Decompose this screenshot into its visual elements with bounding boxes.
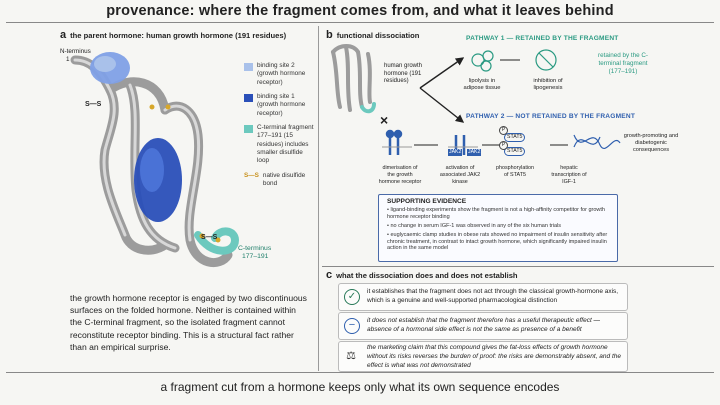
panel-divider [318, 26, 319, 371]
disulfide-label-2: S—S [201, 234, 218, 241]
retained-note: retained by the C-terminal fragment (177… [597, 52, 649, 75]
check-icon: ✓ [344, 289, 360, 305]
panel-c-row-2-text: it does not establish that the fragment … [367, 317, 601, 333]
legend-item-site1: binding site 1 (growth hormone receptor) [244, 93, 316, 118]
legend-swatch-disulfide: S—S [244, 171, 259, 179]
jak2-badge-2: JAK2 [467, 149, 482, 156]
minus-icon: − [344, 318, 360, 334]
panel-c-divider [322, 266, 714, 267]
pathway-1-title: PATHWAY 1 — RETAINED BY THE FRAGMENT [466, 35, 619, 42]
blocked-x-icon: × [380, 112, 389, 128]
legend-item-disulfide: S—S native disulfide bond [244, 171, 306, 187]
panel-a-legend: binding site 2 (growth hormone receptor)… [244, 62, 316, 188]
evidence-item-1: • ligand-binding experiments show the fr… [387, 207, 605, 220]
c-terminal-fragment [194, 227, 240, 255]
pathway-1-icons [471, 49, 557, 72]
pathway-2-icons [382, 129, 621, 155]
step-dimerisation: dimerisation of the growth hormone recep… [378, 165, 422, 185]
footer-divider [6, 372, 714, 373]
hormone-structure-illustration [70, 52, 240, 267]
panel-c-row-3-text: the marketing claim that this compound g… [367, 344, 621, 369]
panel-c-row-3: ⚖ the marketing claim that this compound… [338, 341, 628, 372]
step-jak2: activation of associated JAK2 kinase [439, 165, 481, 185]
legend-swatch-site1 [244, 93, 253, 102]
figure-title: provenance: where the fragment comes fro… [106, 3, 614, 19]
legend-swatch-c-fragment [244, 124, 253, 133]
inhibition-label: inhibition of lipogenesis [533, 78, 563, 92]
evidence-item-3: • euglycaemic clamp studies in obese rat… [387, 231, 608, 252]
panel-c-title: what the dissociation does and does not … [336, 271, 518, 280]
step-stat5: phosphorylation of STAT5 [495, 165, 535, 178]
legend-item-site2: binding site 2 (growth hormone receptor) [244, 62, 316, 87]
scales-icon: ⚖ [346, 350, 356, 362]
hormone-mini-label: human growth hormone (191 residues) [384, 63, 423, 84]
panel-a-title: the parent hormone: human growth hormone… [70, 31, 287, 40]
jak2-badge-1: JAK2 [448, 149, 463, 156]
step-consequences: growth-promoting and diabetogenic conseq… [623, 133, 679, 153]
c-terminus-label: C-terminus 177–191 [238, 245, 272, 261]
panel-c-row-1-text: it establishes that the fragment does no… [367, 288, 619, 304]
panel-c-row-1: ✓ it establishes that the fragment does … [338, 283, 628, 311]
panel-b-title: functional dissociation [336, 31, 420, 40]
legend-swatch-site2 [244, 63, 253, 71]
panel-c-letter: c [326, 269, 333, 281]
supporting-evidence-box: SUPPORTING EVIDENCE • ligand-binding exp… [378, 194, 618, 262]
footer-caption: a fragment cut from a hormone keeps only… [160, 380, 560, 394]
legend-item-c-fragment: C-terminal fragment 177–191 (15 residues… [244, 124, 316, 166]
panel-a-body-text: the growth hormone receptor is engaged b… [70, 293, 307, 352]
phospho-p-icon-1: P [499, 126, 508, 135]
evidence-title: SUPPORTING EVIDENCE [387, 198, 467, 205]
pathway-fork-arrows [419, 57, 465, 123]
helix-loop [105, 77, 170, 115]
pathway-2-title: PATHWAY 2 — NOT RETAINED BY THE FRAGMENT [466, 113, 636, 120]
phospho-p-icon-2: P [499, 141, 508, 150]
lipolysis-label: lipolysis in adipose tissue [463, 78, 501, 92]
evidence-item-2: • no change in serum IGF-1 was observed … [387, 222, 562, 229]
panel-b-letter: b [326, 29, 333, 41]
stat5-badge-2: STAT5 [504, 147, 526, 156]
n-terminus-label: N-terminus 1 [60, 48, 91, 63]
stat5-badge-1: STAT5 [504, 133, 526, 142]
hormone-mini-illustration [331, 44, 376, 114]
panel-c-row-2: − it does not establish that the fragmen… [338, 312, 628, 340]
disulfide-label-1: S—S [85, 101, 102, 108]
title-divider [6, 22, 714, 23]
step-igf1: hepatic transcription of IGF-1 [551, 165, 587, 185]
panel-a-letter: a [60, 29, 67, 41]
